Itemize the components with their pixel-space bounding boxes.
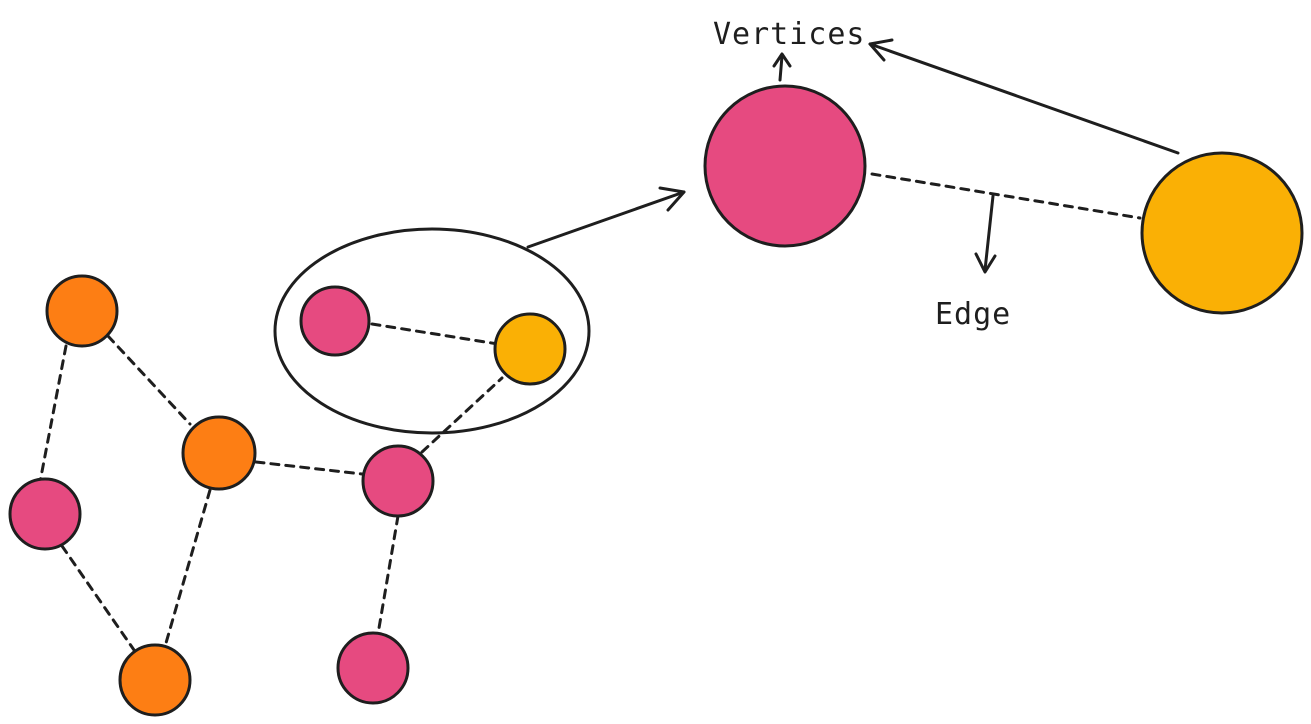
vertices-arrow-long: [868, 38, 1180, 155]
selection-ellipse: [273, 227, 591, 435]
vertex-pink-middle: [361, 444, 435, 518]
vertices-arrow-short: [772, 52, 792, 82]
graph-edges: [38, 322, 504, 652]
edge-p4-y1: [370, 322, 500, 346]
vertex-orange-middle: [181, 415, 257, 491]
edge-arrow: [974, 194, 997, 274]
vertex-pink-bottom: [336, 631, 410, 705]
edge-enlarged: [870, 172, 1142, 220]
vertex-pink-selected: [299, 285, 371, 357]
vertex-orange-top: [45, 274, 119, 348]
edge-p2-p3: [376, 514, 400, 636]
edge-label: Edge: [935, 297, 1011, 332]
edge-p2-y1: [420, 376, 504, 454]
vertex-yellow-selected: [493, 312, 567, 386]
vertices-label: Vertices: [713, 17, 866, 52]
edge-o1-p1: [38, 344, 68, 484]
graph-vertices: [8, 274, 567, 717]
vertex-yellow-enlarged: [1140, 151, 1304, 315]
edge-o2-p2: [254, 460, 364, 476]
edge-o1-o2: [106, 334, 192, 426]
vertex-pink-left: [8, 477, 82, 551]
vertex-orange-bottom: [118, 643, 192, 717]
vertex-pink-enlarged: [703, 84, 867, 248]
zoom-arrow: [526, 186, 686, 249]
edge-o2-o3: [162, 488, 212, 652]
edge-p1-o3: [60, 544, 136, 652]
